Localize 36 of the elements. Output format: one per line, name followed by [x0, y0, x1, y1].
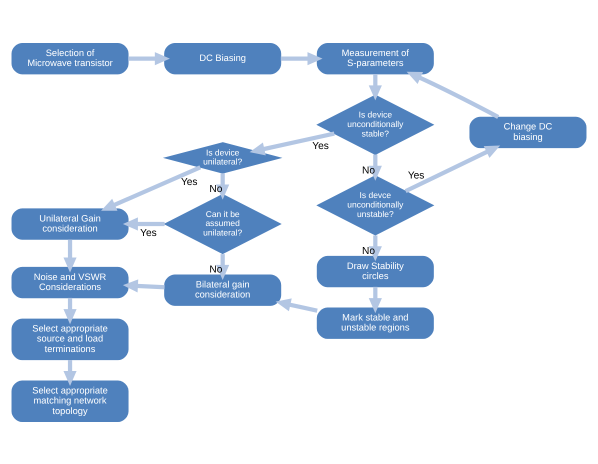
- arrow: [368, 74, 382, 100]
- arrow: [368, 234, 382, 261]
- arrow: [406, 71, 500, 118]
- node-box: DC Biasing: [164, 42, 282, 74]
- node-box: Unilateral Gain consideration: [12, 208, 129, 240]
- arrow: [280, 52, 323, 65]
- edge-label: No: [362, 164, 376, 176]
- arrow: [122, 216, 165, 230]
- node-box: Change DC biasing: [469, 116, 586, 148]
- node-box: Mark stable and unstable regions: [316, 307, 434, 338]
- arrow: [101, 164, 202, 210]
- arrow: [250, 131, 335, 155]
- node-box: Select appropriate matching network topology: [12, 380, 129, 422]
- arrow: [128, 52, 170, 65]
- arrow: [216, 172, 230, 200]
- arrow: [216, 254, 230, 280]
- node-diamond: Can it be assumed unilateral?: [164, 193, 282, 254]
- edge-label: Yes: [140, 227, 157, 238]
- arrow: [63, 239, 77, 272]
- node-box: Bilateral gain consideration: [164, 274, 282, 306]
- edge-label: Yes: [180, 176, 198, 188]
- node-box: Selection of Microwave transistor: [12, 42, 129, 74]
- arrow: [276, 298, 318, 312]
- arrow: [368, 154, 382, 180]
- node-box: Draw Stability circles: [316, 255, 434, 287]
- arrow: [404, 144, 500, 193]
- edge-label: No: [209, 184, 222, 195]
- edge-label: No: [209, 264, 222, 276]
- edge-label: No: [362, 246, 376, 257]
- node-box: Noise and VSWR Considerations: [12, 266, 129, 298]
- node-box: Measurement of S-parameters: [316, 42, 434, 74]
- arrow: [122, 278, 165, 292]
- arrow: [63, 360, 77, 386]
- arrow: [63, 297, 77, 324]
- arrow: [368, 286, 382, 313]
- node-box: Select appropriate source and load terminations: [12, 318, 129, 360]
